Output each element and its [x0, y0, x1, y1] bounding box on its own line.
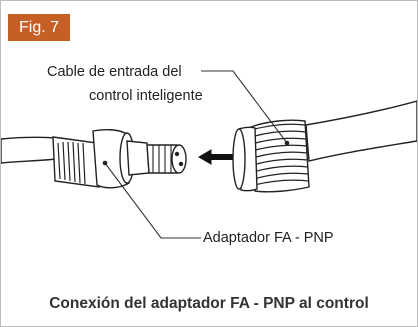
cable-callout-label-line-1: Cable de entrada del	[47, 64, 182, 80]
figure-number-tab: Fig. 7	[8, 14, 70, 41]
adapter-plug-threads	[152, 145, 172, 173]
adapter-plug-face	[171, 144, 187, 174]
cable-callout-leader	[201, 70, 288, 144]
input-cable-face	[232, 128, 246, 190]
adapter-body	[92, 128, 130, 189]
adapter-ribs	[57, 141, 86, 185]
cable-callout-label-line-2: control inteligente	[89, 88, 203, 104]
input-cable-tail	[305, 100, 417, 162]
figure-caption: Conexión del adaptador FA - PNP al contr…	[49, 295, 369, 312]
adapter-cable	[1, 136, 57, 164]
input-cable-ribs	[250, 123, 310, 186]
adapter-neck	[126, 140, 150, 176]
fa-pnp-adapter	[1, 128, 187, 189]
smart-control-input-cable	[232, 100, 417, 193]
adapter-callout-leader	[104, 162, 201, 239]
callout-leaders	[102, 70, 290, 239]
connection-direction-arrow	[198, 149, 234, 165]
adapter-plug-pins	[174, 151, 184, 167]
adapter-strain-relief	[52, 136, 100, 188]
adapter-callout-label: Adaptador FA - PNP	[203, 230, 334, 246]
